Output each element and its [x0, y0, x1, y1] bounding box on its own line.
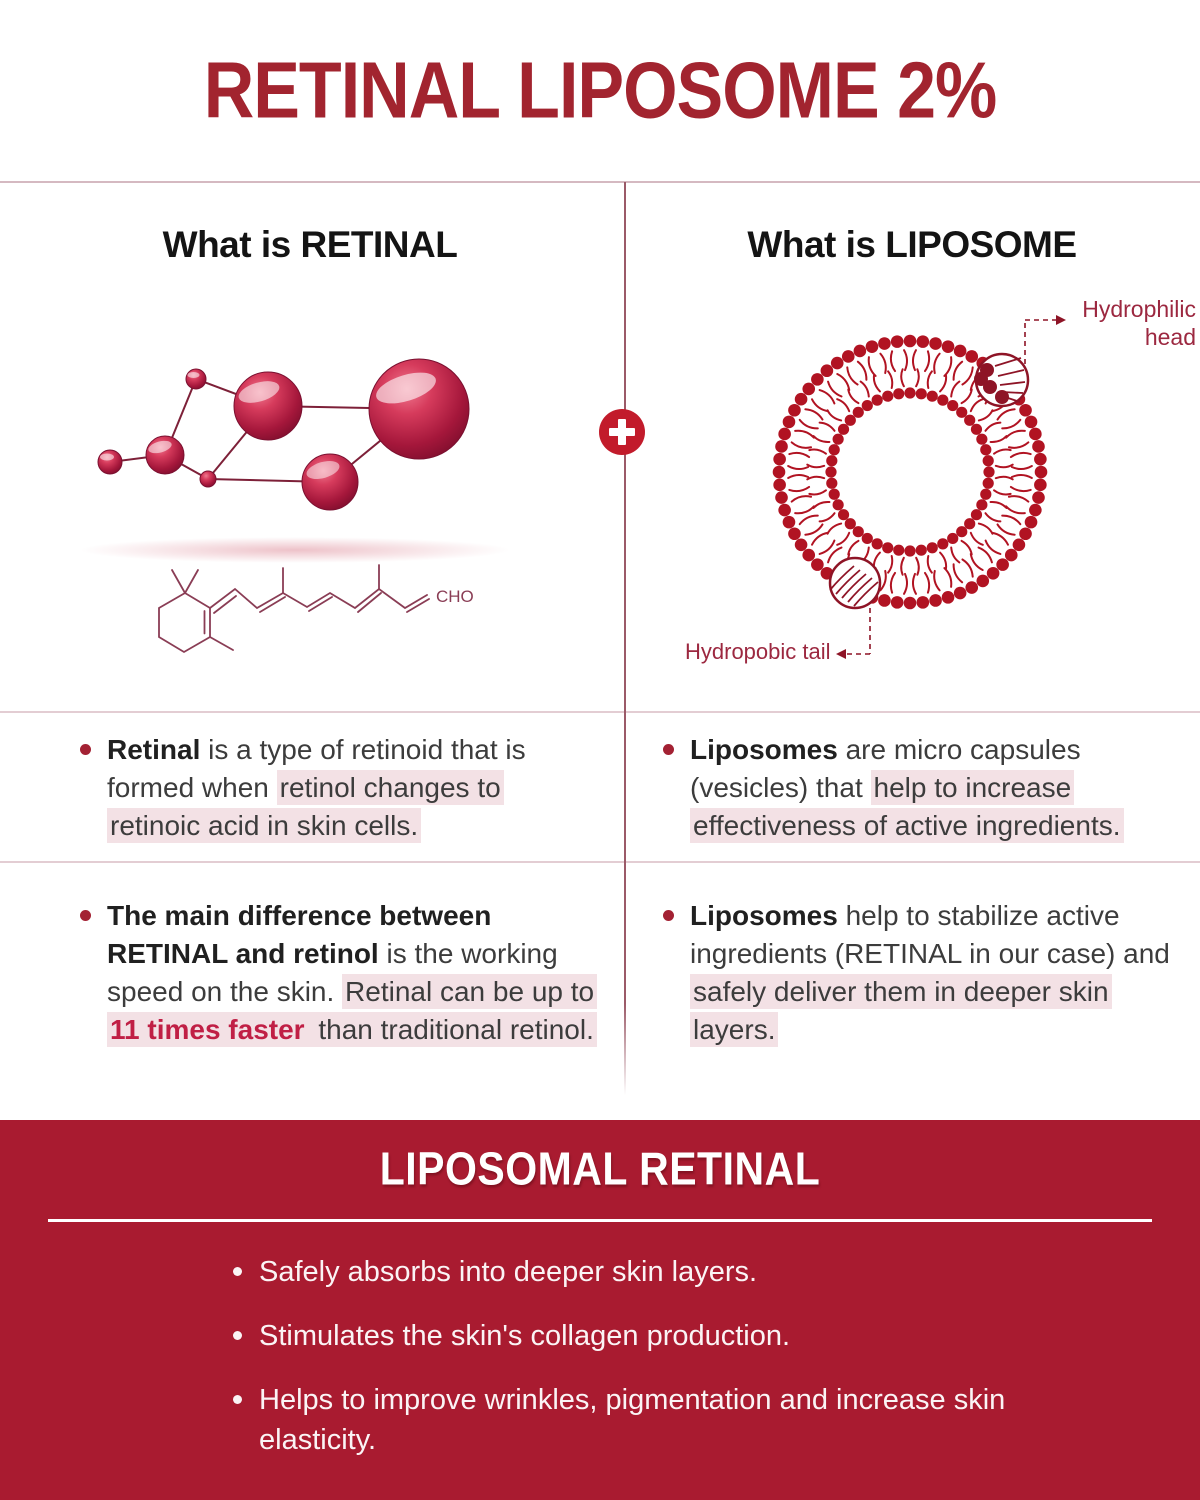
bottom-panel-title: LIPOSOMAL RETINAL — [379, 1143, 821, 1195]
bottom-bullet-1: Safely absorbs into deeper skin layers. — [232, 1252, 1022, 1292]
liposome-bullet-1: Liposomes are micro capsules (vesicles) … — [663, 731, 1188, 845]
page-title: RETINAL LIPOSOME 2% — [203, 45, 998, 135]
bullet-dot — [233, 1331, 242, 1341]
hydrophobic-tail-label: Hydropobic tail — [685, 639, 831, 664]
divider-top — [0, 181, 1200, 183]
header: RETINAL LIPOSOME 2% — [0, 46, 1200, 135]
liposome-bullet-1-text: Liposomes are micro capsules (vesicles) … — [690, 734, 1124, 844]
bullet-dot — [233, 1395, 242, 1405]
retinal-bullet-1: Retinal is a type of retinoid that is fo… — [80, 731, 585, 845]
liposome-ring — [772, 315, 1066, 659]
molecule-illustration — [80, 358, 510, 563]
retinal-bullet-2: The main difference between RETINAL and … — [80, 897, 598, 1049]
bullet-dot — [663, 910, 674, 921]
retinal-bullet-2-text: The main difference between RETINAL and … — [107, 900, 598, 1048]
divider-vertical — [624, 182, 626, 1095]
bottom-bullet-3: Helps to improve wrinkles, pigmentation … — [232, 1380, 1022, 1460]
chem-structure-illustration: CHO — [158, 564, 474, 654]
liposome-bullet-2-text: Liposomes help to stabilize active ingre… — [690, 900, 1170, 1048]
divider-row1 — [0, 711, 1200, 713]
liposome-bullet-2: Liposomes help to stabilize active ingre… — [663, 897, 1190, 1049]
bottom-panel: LIPOSOMAL RETINAL Safely absorbs into de… — [0, 1120, 1200, 1500]
bullet-dot — [80, 744, 91, 755]
left-column-heading: What is RETINAL — [162, 224, 458, 265]
molecule-shadow — [80, 537, 510, 563]
right-column-heading: What is LIPOSOME — [747, 224, 1077, 265]
bottom-bullet-2: Stimulates the skin's collagen productio… — [232, 1316, 1022, 1356]
retinal-bullet-1-text: Retinal is a type of retinoid that is fo… — [107, 734, 526, 844]
hydrophilic-head-label: Hydrophilic head — [1082, 296, 1196, 350]
cho-label: CHO — [436, 587, 474, 606]
molecule-atoms — [97, 358, 470, 511]
chem-bonds — [158, 564, 430, 654]
bottom-divider — [48, 1219, 1152, 1222]
bullet-dot — [80, 910, 91, 921]
plus-icon — [599, 409, 645, 455]
bullet-dot — [233, 1267, 242, 1276]
liposome-illustration: Hydrophilic head Hydropobic tail — [640, 290, 1200, 690]
bullet-dot — [663, 744, 674, 755]
divider-row2 — [0, 861, 1200, 863]
bottom-bullet-list: Safely absorbs into deeper skin layers. … — [232, 1252, 1022, 1484]
